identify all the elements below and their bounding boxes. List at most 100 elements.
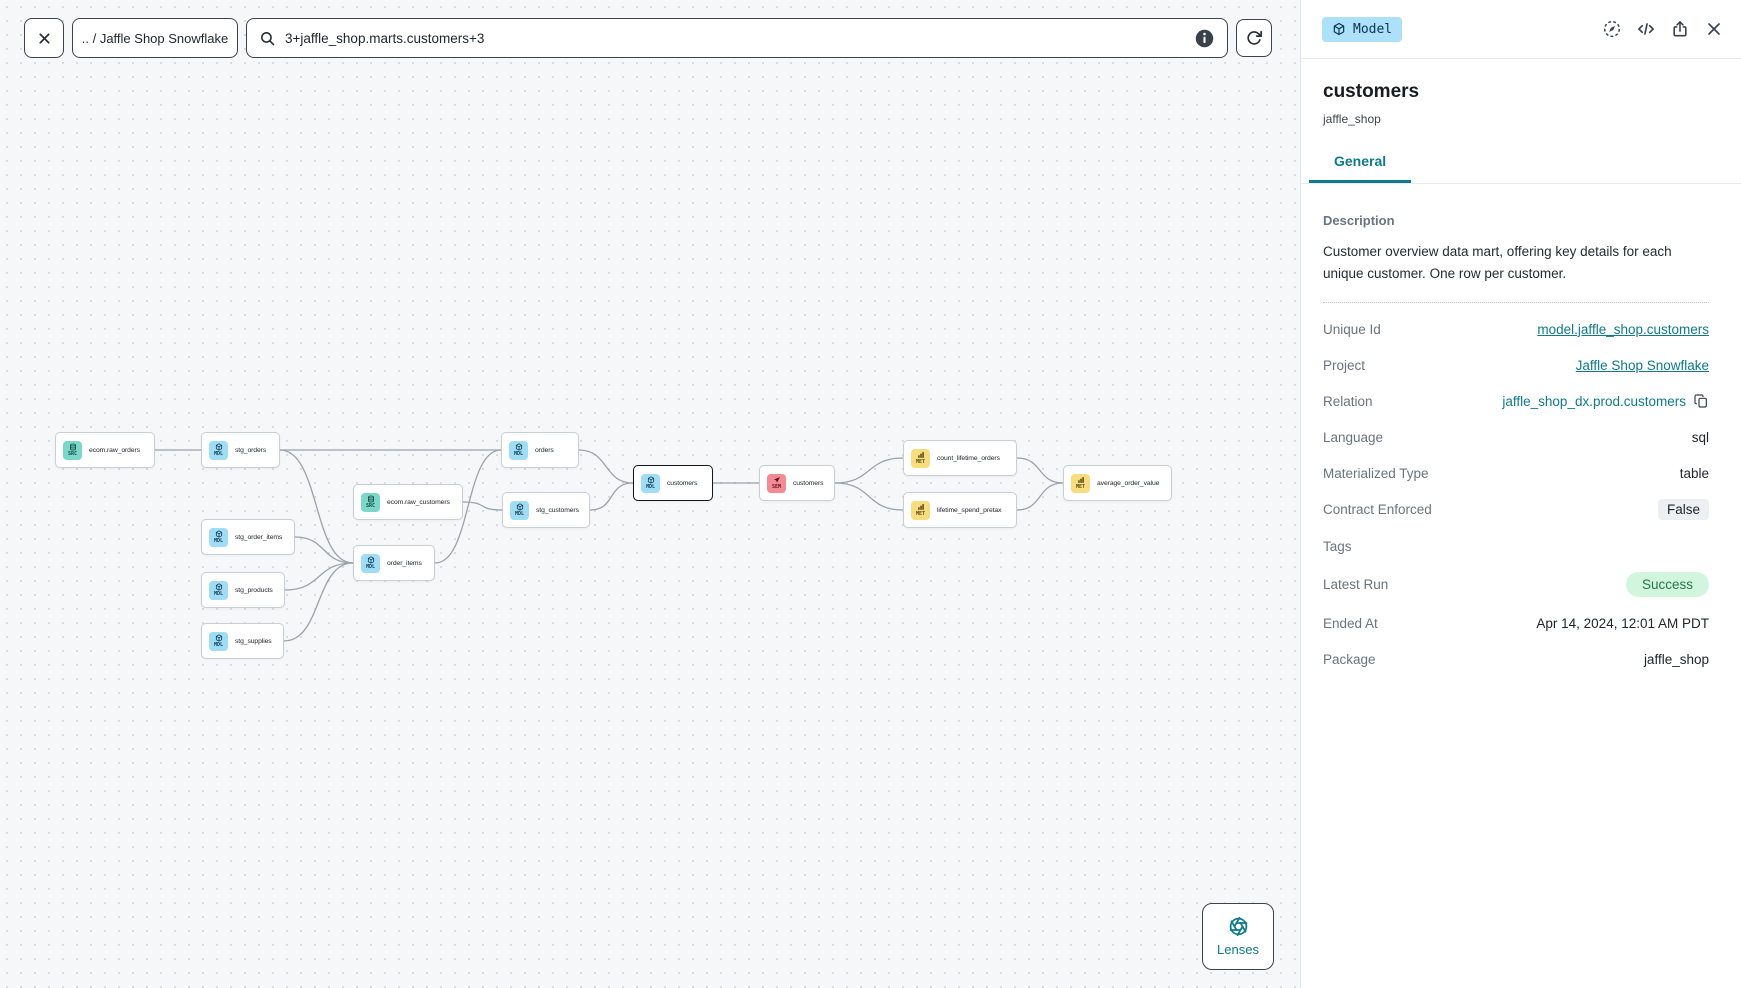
node-label: ecom.raw_orders — [89, 446, 141, 454]
copy-icon[interactable] — [1693, 393, 1709, 409]
node-label: customers — [667, 479, 698, 487]
graph-edge — [284, 562, 354, 591]
node-type-src-icon: SRC — [63, 440, 82, 460]
lineage-search[interactable] — [246, 18, 1228, 58]
node-label: customers — [793, 479, 824, 487]
model-cube-icon — [1333, 22, 1345, 36]
close-icon — [38, 32, 50, 44]
details-panel: Model customers jaffle_shop General Desc… — [1300, 0, 1741, 988]
graph-node-met-count_lifetime_orders[interactable]: MET count_lifetime_orders — [903, 440, 1017, 476]
resource-type-label: Model — [1353, 21, 1393, 37]
panel-actions — [1602, 19, 1724, 39]
package-value: jaffle_shop — [1643, 651, 1709, 667]
node-type-mdl-icon: MDL — [510, 500, 529, 520]
node-type-met-icon: MET — [911, 500, 930, 520]
node-type-met-icon: MET — [911, 448, 930, 468]
field-label: Unique Id — [1323, 321, 1381, 337]
lenses-button[interactable]: Lenses — [1202, 903, 1274, 970]
project-link[interactable]: Jaffle Shop Snowflake — [1575, 357, 1709, 373]
graph-edge — [589, 482, 634, 511]
divider — [1323, 302, 1709, 304]
graph-node-sem-customers[interactable]: SEM customers — [759, 465, 835, 501]
field-label: Relation — [1323, 393, 1373, 409]
node-label: count_lifetime_orders — [937, 454, 1000, 462]
graph-node-mdl-stg_products[interactable]: MDL stg_products — [201, 572, 285, 608]
graph-node-src-ecom.raw_customers[interactable]: SRC ecom.raw_customers — [353, 484, 463, 520]
language-value: sql — [1691, 429, 1709, 445]
info-icon[interactable] — [1194, 28, 1215, 49]
breadcrumb-label: .. / Jaffle Shop Snowflake — [81, 30, 229, 46]
details-panel-header: Model — [1301, 0, 1741, 59]
contract-enforced-badge: False — [1657, 499, 1709, 521]
search-icon — [261, 31, 275, 45]
page-title: customers — [1323, 81, 1420, 102]
panel-tabs: General — [1301, 153, 1741, 184]
graph-node-met-lifetime_spend_pretax[interactable]: MET lifetime_spend_pretax — [903, 492, 1017, 528]
materialized-type-value: table — [1679, 465, 1709, 481]
node-type-mdl-icon: MDL — [509, 440, 528, 460]
graph-edge — [578, 449, 634, 484]
field-label: Ended At — [1323, 615, 1378, 631]
node-type-mdl-icon: MDL — [209, 580, 228, 600]
node-label: lifetime_spend_pretax — [937, 506, 1002, 514]
field-label: Materialized Type — [1323, 465, 1429, 481]
node-label: ecom.raw_customers — [387, 498, 450, 506]
search-input[interactable] — [285, 30, 1185, 46]
ended-at-value: Apr 14, 2024, 12:01 AM PDT — [1536, 615, 1709, 631]
relation-value: jaffle_shop_dx.prod.customers — [1502, 393, 1686, 409]
close-lineage-button[interactable] — [24, 18, 64, 58]
graph-edge — [834, 457, 904, 484]
graph-node-mdl-orders[interactable]: MDL orders — [501, 432, 579, 468]
field-row-materialized-type: Materialized Type table — [1323, 463, 1709, 483]
node-label: average_order_value — [1097, 479, 1160, 487]
refresh-button[interactable] — [1236, 19, 1272, 57]
view-code-icon[interactable] — [1636, 19, 1656, 39]
panel-content: Description Customer overview data mart,… — [1301, 213, 1741, 670]
field-row-ended-at: Ended At Apr 14, 2024, 12:01 AM PDT — [1323, 613, 1709, 633]
node-label: orders — [535, 446, 554, 454]
field-label: Tags — [1323, 538, 1352, 554]
aperture-icon — [1229, 916, 1247, 937]
graph-node-met-average_order_value[interactable]: MET average_order_value — [1063, 465, 1172, 501]
field-row-contract-enforced: Contract Enforced False — [1323, 499, 1709, 521]
field-label: Package — [1323, 651, 1376, 667]
graph-edge — [1016, 457, 1064, 484]
graph-edge — [1016, 482, 1064, 511]
node-type-mdl-icon: MDL — [361, 553, 380, 573]
graph-edge — [462, 501, 503, 511]
node-label: stg_customers — [536, 506, 579, 514]
node-type-mdl-icon: MDL — [209, 440, 228, 460]
lenses-label: Lenses — [1217, 942, 1259, 957]
field-row-language: Language sql — [1323, 427, 1709, 447]
node-type-mdl-icon: MDL — [641, 473, 660, 493]
explore-compass-icon[interactable] — [1602, 19, 1622, 39]
close-panel-icon[interactable] — [1704, 19, 1724, 39]
node-type-mdl-icon: MDL — [209, 631, 228, 651]
graph-node-mdl-customers[interactable]: MDL customers — [633, 465, 713, 501]
field-label: Language — [1323, 429, 1384, 445]
panel-title-block: customers jaffle_shop — [1301, 59, 1741, 126]
node-type-mdl-icon: MDL — [209, 527, 228, 547]
field-row-relation: Relation jaffle_shop_dx.prod.customers — [1323, 391, 1709, 411]
node-label: stg_products — [235, 586, 273, 594]
field-row-unique-id: Unique Id model.jaffle_shop.customers — [1323, 319, 1709, 339]
tab-general[interactable]: General — [1309, 153, 1412, 183]
graph-edge — [834, 482, 904, 511]
unique-id-link[interactable]: model.jaffle_shop.customers — [1537, 321, 1709, 337]
share-icon[interactable] — [1670, 19, 1690, 39]
field-row-project: Project Jaffle Shop Snowflake — [1323, 355, 1709, 375]
breadcrumb[interactable]: .. / Jaffle Shop Snowflake — [72, 18, 238, 58]
field-label: Project — [1323, 357, 1366, 373]
graph-node-src-ecom.raw_orders[interactable]: SRC ecom.raw_orders — [55, 432, 155, 468]
graph-edge — [283, 562, 354, 642]
node-type-met-icon: MET — [1071, 473, 1090, 493]
node-type-src-icon: SRC — [361, 492, 380, 512]
node-type-sem-icon: SEM — [767, 473, 786, 493]
field-label: Contract Enforced — [1323, 502, 1432, 518]
graph-node-mdl-stg_customers[interactable]: MDL stg_customers — [502, 492, 590, 528]
